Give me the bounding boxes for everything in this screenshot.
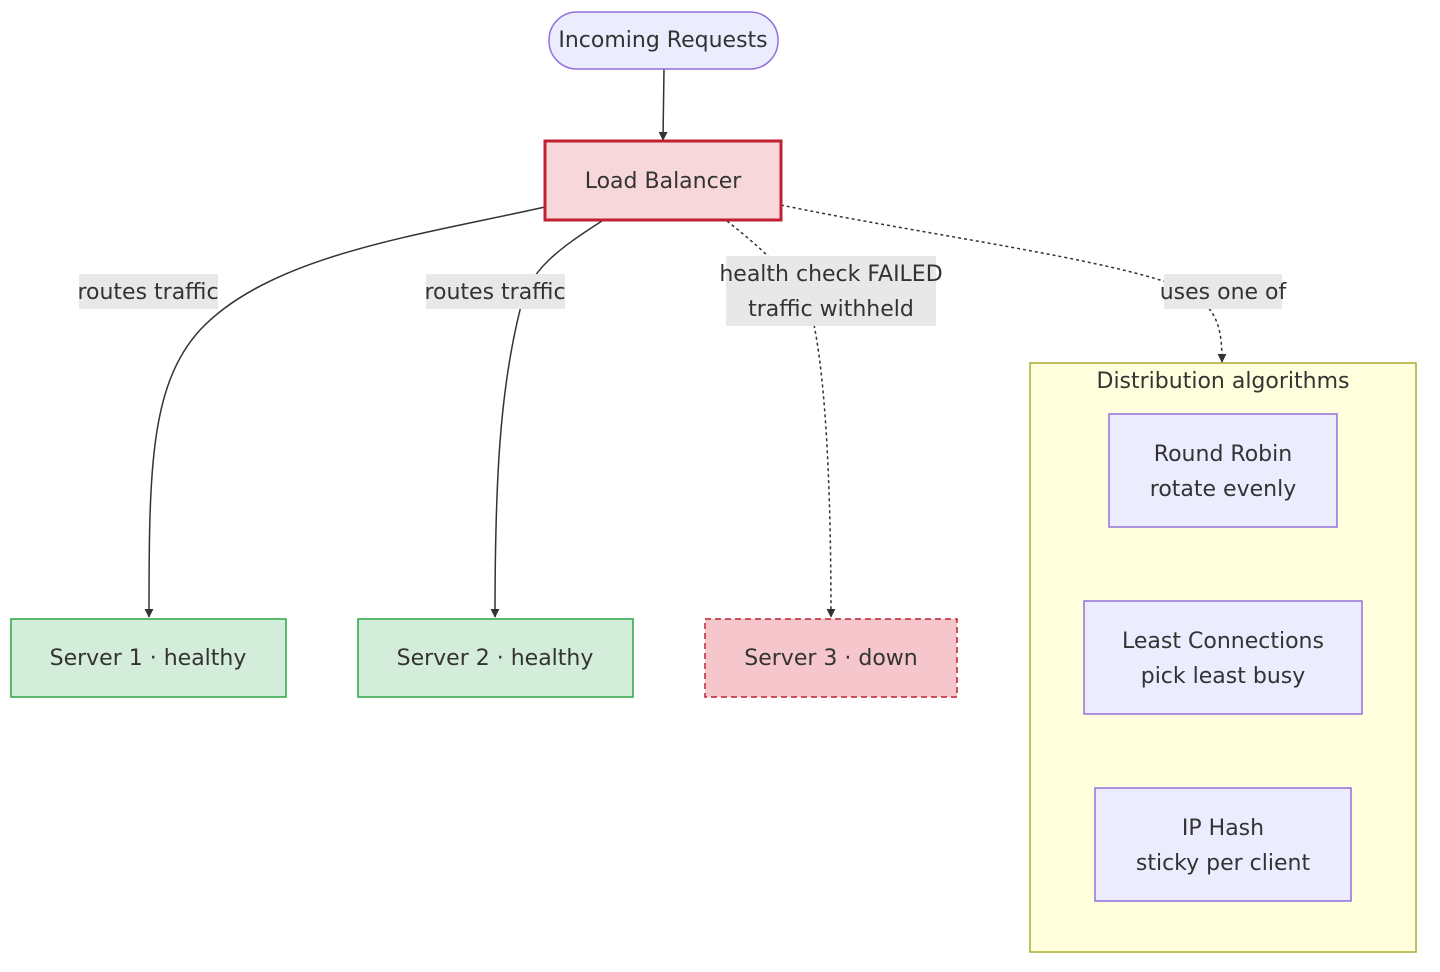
algorithm-name: Round Robin	[1154, 442, 1292, 467]
node-server-2: Server 2 · healthy	[357, 618, 634, 698]
edge-label-bg	[426, 274, 565, 309]
algorithm-round-robin: Round Robin rotate evenly	[1108, 413, 1338, 528]
node-incoming-requests: Incoming Requests	[548, 11, 779, 70]
edge-label-server3: health check FAILED traffic withheld	[719, 256, 943, 326]
edge-label-text: routes traffic	[424, 280, 565, 305]
edge-incoming-to-lb	[658, 68, 668, 141]
edge-label-bg	[1164, 274, 1282, 309]
algorithm-least-connections: Least Connections pick least busy	[1083, 600, 1363, 715]
algorithm-desc: rotate evenly	[1150, 477, 1296, 502]
edge-label-server1: routes traffic	[77, 274, 219, 309]
node-label: Server 2 · healthy	[397, 646, 594, 671]
node-shape	[548, 11, 779, 70]
edge-label-bg	[726, 256, 936, 326]
algorithm-desc: sticky per client	[1136, 851, 1311, 876]
node-shape	[1083, 600, 1363, 715]
algorithm-ip-hash: IP Hash sticky per client	[1094, 787, 1352, 902]
node-shape	[357, 618, 634, 698]
node-server-1: Server 1 · healthy	[10, 618, 287, 698]
edge-label-bg	[79, 274, 218, 309]
edge-lb-to-server1	[144, 206, 546, 618]
algorithm-name: IP Hash	[1182, 816, 1264, 841]
node-shape	[543, 139, 783, 222]
edge-label-text: routes traffic	[77, 280, 218, 305]
node-label: Server 3 · down	[744, 646, 917, 671]
edge-label-line1: health check FAILED	[719, 262, 942, 287]
node-shape	[10, 618, 287, 698]
node-label: Server 1 · healthy	[50, 646, 247, 671]
node-shape	[1108, 413, 1338, 528]
node-shape	[1094, 787, 1352, 902]
edge-label-server2: routes traffic	[424, 274, 566, 309]
edge-lb-to-algorithms	[780, 204, 1227, 363]
node-server-3: Server 3 · down	[704, 618, 958, 698]
edge-label-algorithms: uses one of	[1160, 274, 1288, 309]
node-label: Incoming Requests	[558, 28, 767, 53]
algorithm-desc: pick least busy	[1141, 664, 1306, 689]
node-label: Load Balancer	[585, 169, 743, 194]
node-load-balancer: Load Balancer	[543, 139, 783, 222]
edge-lb-to-server2	[490, 220, 603, 618]
algorithm-name: Least Connections	[1122, 629, 1324, 654]
node-shape	[704, 618, 958, 698]
cluster-title: Distribution algorithms	[1097, 369, 1350, 394]
edge-label-text: uses one of	[1160, 280, 1288, 305]
edge-label-line2: traffic withheld	[748, 297, 914, 322]
